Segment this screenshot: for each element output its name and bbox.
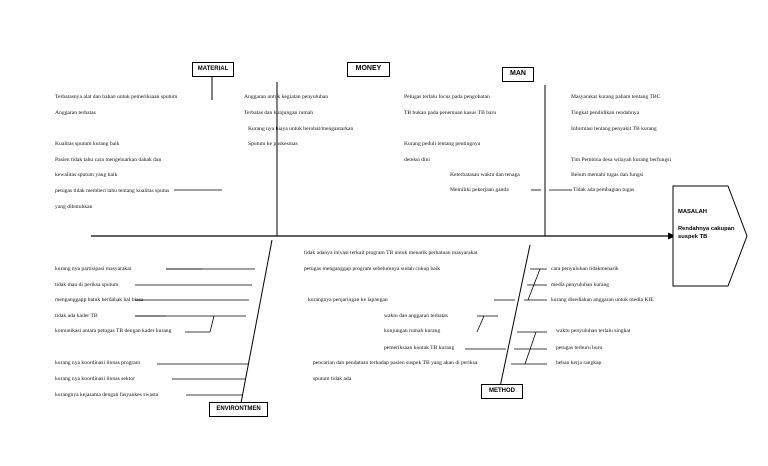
money-cause: Terbatas dan kunjungan rumah: [244, 110, 314, 116]
man-cause: Petugas terlalu focus pada pengobatan: [404, 94, 490, 100]
man-cause: Tidak ada pembagian tugas: [573, 187, 635, 193]
method-cause: pencarian dan pendataan terhadap pasien …: [313, 360, 478, 366]
environment-cause: kurang nya koordinasi linnas program: [55, 360, 141, 366]
method-cause: petugas terburu buru: [556, 345, 603, 351]
material-cause: petugas tidak memberi tahu tentang kuali…: [55, 188, 170, 194]
method-cause: media penyuluhan kurang: [551, 282, 610, 288]
method-cause: tidak adanya inivasi terkait program TB …: [304, 250, 478, 256]
problem-head-text: Rendahnya cakupan suspek TB: [678, 225, 734, 241]
category-man: MAN: [502, 67, 534, 82]
method-cause: kunjungan rumah kurang: [384, 328, 441, 334]
environment-cause: tidak mau di periksa sputum: [55, 282, 119, 288]
method-cause: waktu dan anggaran terbatas: [384, 313, 448, 319]
method-cause: cara penyuluhan tidakmenarik: [551, 266, 619, 272]
method-cause: petugas menganggap program sebelumnya su…: [304, 266, 441, 272]
category-money: MONEY: [347, 62, 390, 77]
environment-cause: kurang nya partisipasi masyarakat: [55, 266, 132, 272]
method-cause: sputum tidak ada: [313, 376, 352, 382]
material-cause: Anggaran terbatas: [55, 110, 96, 116]
problem-line-2: suspek TB: [678, 234, 708, 240]
material-cause: yang dibutuhkan: [55, 204, 93, 210]
man-cause: Informasi tentang penyakit TB kurang: [571, 126, 657, 132]
material-cause: Kualitas sputum kurang baik: [55, 141, 120, 147]
method-cause: waktu penyuluhan terlalu singkat: [556, 328, 631, 334]
man-cause: Tim Pembina desa wilayah kurang berfungs…: [571, 157, 671, 163]
category-method: METHOD: [481, 384, 523, 399]
environment-cause: kurangnya kejasama dengan fasyankes swas…: [55, 392, 159, 398]
material-cause: Terbatasnya alat dan bahan untuk pemerik…: [55, 94, 178, 100]
method-bone: [499, 244, 531, 388]
environment-cause: menganggapp batuk berdahak hal biasa: [55, 297, 144, 303]
environment-cause: komunikasi antara petugas TB dengan kade…: [55, 328, 172, 334]
material-cause: Pasien tidak tahu cara mengeluarkan daha…: [55, 157, 162, 163]
man-cause: Kurang peduli tentang pentingnya: [404, 141, 481, 147]
man-cause: Belum memahi tugas dan fungsi: [571, 172, 644, 178]
problem-head-title: MASALAH: [678, 209, 707, 215]
man-cause: deteksi dini: [404, 157, 430, 163]
method-cause: kurang disediakan anggaran untuk media K…: [551, 297, 654, 303]
man-cause: Tingkat pendidikan rendahnya: [571, 110, 640, 116]
man-cause: TB bukan pada penemuan kasus TB baru: [404, 110, 497, 116]
man-cause: Keterbatasan waktu dan tenaga: [450, 172, 520, 178]
category-environment: ENVIRONTMEN: [209, 402, 268, 417]
environment-cause: kurang nya koordinasi linnas sektor: [55, 376, 135, 382]
man-cause: Memiliki pekerjaan ganda: [450, 187, 509, 193]
man-cause: Masyarakat kurang paham tentang TBC: [571, 94, 661, 100]
environment-bone: [240, 239, 273, 404]
spine-arrowhead: [668, 232, 676, 240]
problem-head-shape: [672, 185, 748, 287]
money-cause: Sputum ke puskesmas: [248, 141, 298, 147]
method-cause: pemeriksaan kontak TB kurang: [384, 345, 455, 351]
method-cause: beban kerja rangkap: [556, 360, 602, 366]
material-cause: kewalitas sputum yang baik: [55, 172, 118, 178]
problem-line-1: Rendahnya cakupan: [678, 226, 735, 232]
environment-cause: tidak ada kader TB: [55, 313, 98, 319]
category-material: MATERIAL: [192, 62, 234, 77]
money-cause: Anggaran untuk kegiatan penyuluhan: [244, 94, 329, 100]
method-cause: kurangnya penjaringan ke lapangan: [308, 297, 388, 303]
money-cause: Kurang nya biaya untuk berobat/mengantar…: [248, 126, 354, 132]
